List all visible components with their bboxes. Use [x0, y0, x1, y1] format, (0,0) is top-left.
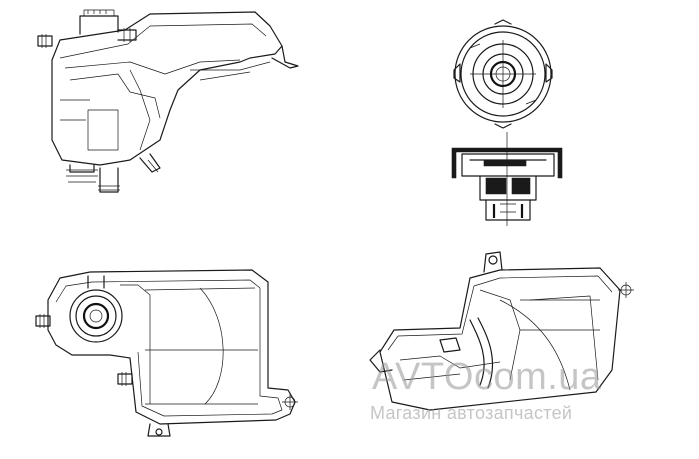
tank-plan-view: [35, 269, 298, 437]
watermark-tagline: Магазин автозапчастей: [370, 403, 573, 423]
cap-top-view: [453, 19, 553, 129]
tank-side-view: [37, 9, 299, 193]
tank-isometric-view: [369, 251, 634, 411]
cap-section-view: [451, 132, 563, 226]
watermark-domain: AVTOcom.ua: [372, 356, 602, 398]
